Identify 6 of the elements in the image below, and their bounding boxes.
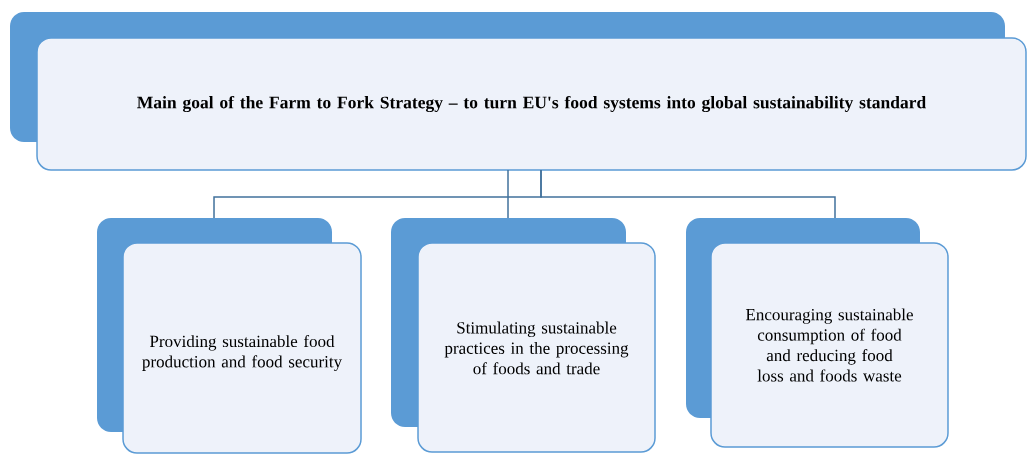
connector-line — [540, 169, 836, 219]
connector-line — [507, 169, 509, 219]
card-box: Encouraging sustainable consumption of food and reducing food loss and foods waste — [686, 218, 949, 448]
card-box: Main goal of the Farm to Fork Strategy – to turn EU's food systems into global sustainability standard — [10, 12, 1027, 171]
card-box: Providing sustainable food production and food security — [97, 218, 362, 454]
card-box: Stimulating sustainable practices in the processing of foods and trade — [391, 218, 656, 453]
